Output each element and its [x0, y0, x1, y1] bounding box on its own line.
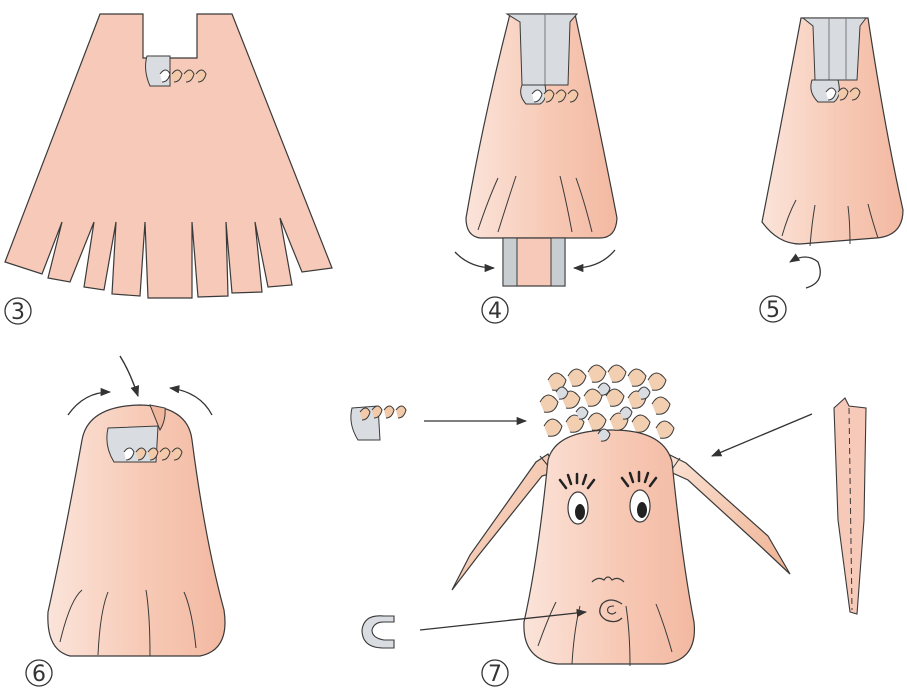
step-6-number: 6 — [32, 662, 46, 687]
step-5-closed-cone — [762, 18, 903, 246]
horn-strip-piece — [834, 398, 866, 614]
step-3-badge: 3 — [5, 298, 31, 325]
step-6-badge: 6 — [26, 660, 52, 687]
wool-curls — [540, 365, 674, 441]
step-7-number: 7 — [488, 662, 502, 687]
step-3-number: 3 — [11, 300, 25, 325]
nose-ring-piece — [362, 616, 394, 648]
pointer-arrow-icon — [712, 414, 812, 456]
step-4-rolled-cone — [466, 14, 617, 286]
step-5-number: 5 — [766, 298, 780, 323]
fold-arrow-icon — [790, 257, 820, 288]
right-horn — [666, 455, 790, 574]
step-4-number: 4 — [488, 299, 502, 324]
step-6-rounded-body — [48, 405, 225, 656]
step-4-badge: 4 — [482, 297, 508, 324]
step-5-badge: 5 — [760, 296, 786, 323]
curl-strip-piece — [351, 406, 406, 440]
step-7-badge: 7 — [482, 660, 508, 687]
step-3-flat-piece — [5, 14, 332, 298]
